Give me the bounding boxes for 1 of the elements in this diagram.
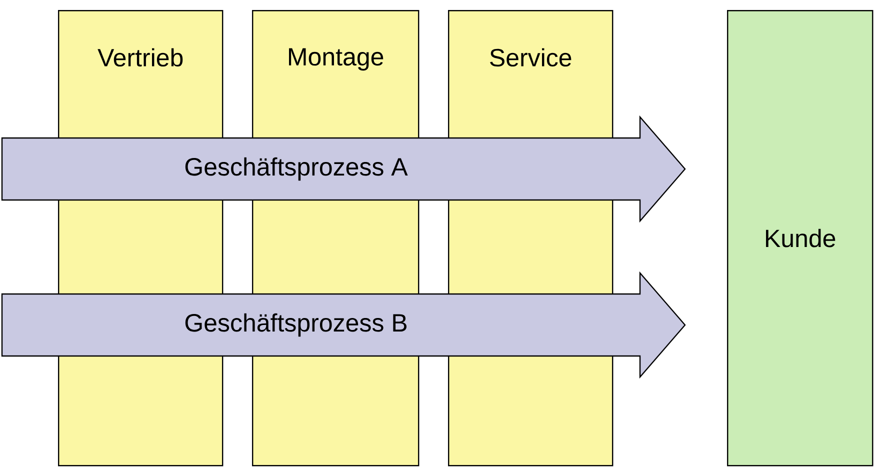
- customer-box: Kunde: [727, 10, 874, 466]
